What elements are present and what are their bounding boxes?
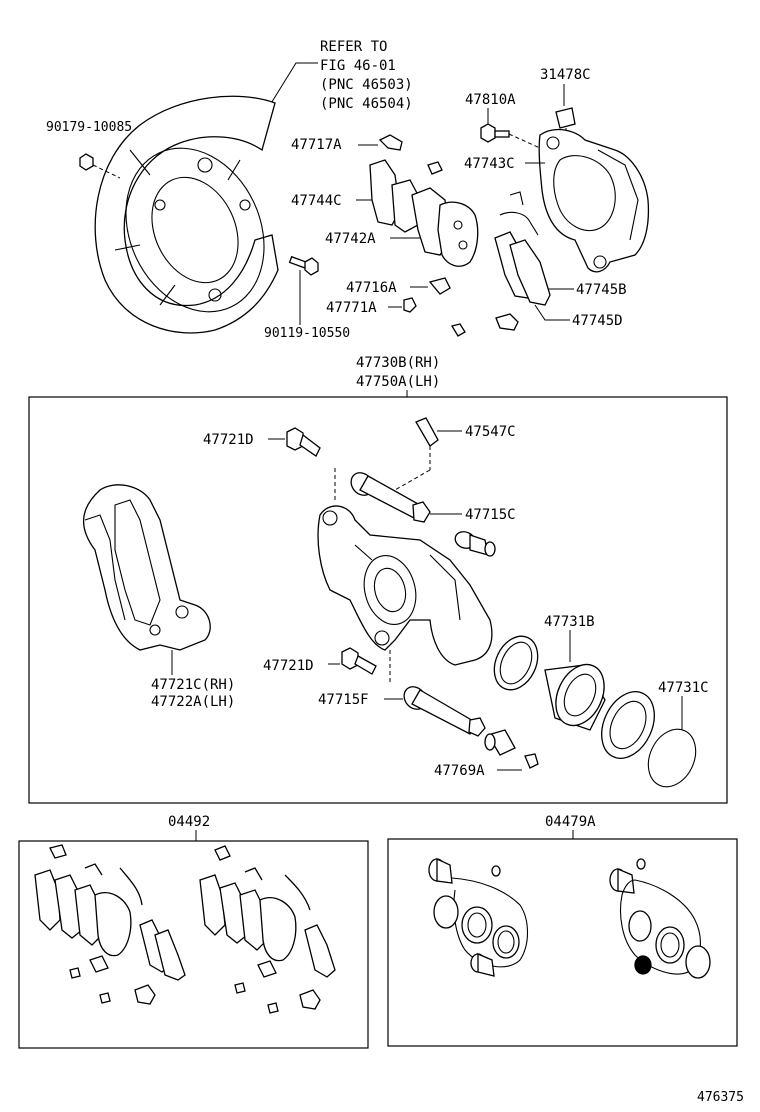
bleeder-plug-47547C [394, 417, 462, 491]
slide-pin-47715F [384, 686, 486, 737]
label-47722A-LH: 47722A(LH) [151, 694, 235, 710]
label-47771A: 47771A [326, 300, 377, 316]
caliper-assembly-box [28, 396, 728, 804]
figure-number: 476375 [697, 1090, 744, 1105]
label-47716A: 47716A [346, 280, 397, 296]
label-47730B-RH: 47730B(RH) [356, 355, 440, 371]
label-47721C-RH: 47721C(RH) [151, 677, 235, 693]
label-90119-10550: 90119-10550 [264, 326, 350, 341]
label-90179-10085: 90179-10085 [46, 120, 132, 135]
caliper-bracket [83, 484, 211, 675]
label-47731C: 47731C [658, 680, 709, 696]
cylinder-kit-parts [428, 857, 711, 979]
label-47810A: 47810A [465, 92, 516, 108]
anti-squeal-clip-47717A [358, 134, 403, 151]
refer-line-3: (PNC 46503) [320, 77, 413, 93]
label-47721D-bottom: 47721D [263, 658, 314, 674]
label-47721D-top: 47721D [203, 432, 254, 448]
label-47744C: 47744C [291, 193, 342, 209]
pad-kit-box [18, 840, 369, 1049]
label-47731B: 47731B [544, 614, 595, 630]
piston-47731B [493, 630, 606, 731]
label-47717A: 47717A [291, 137, 342, 153]
label-47715F: 47715F [318, 692, 369, 708]
label-31478C: 31478C [540, 67, 591, 83]
dust-cover-plate [94, 95, 279, 334]
bolt-90119 [288, 255, 319, 325]
label-47769A: 47769A [434, 763, 485, 779]
refer-line-1: REFER TO [320, 39, 387, 55]
label-47743C: 47743C [464, 156, 515, 172]
refer-note: REFER TO FIG 46-01 (PNC 46503) (PNC 4650… [269, 39, 413, 112]
label-47745D: 47745D [572, 313, 623, 329]
refer-line-4: (PNC 46504) [320, 96, 413, 112]
bolt-47721D-top [268, 427, 321, 457]
shim-47744C [356, 159, 419, 233]
refer-line-2: FIG 46-01 [320, 58, 396, 74]
label-47547C: 47547C [465, 424, 516, 440]
label-47750A-LH: 47750A(LH) [356, 374, 440, 390]
slide-pin-47715C [334, 468, 462, 523]
label-47715C: 47715C [465, 507, 516, 523]
label-04479A: 04479A [545, 814, 596, 830]
label-47742A: 47742A [325, 231, 376, 247]
caliper-assembly-top [538, 128, 650, 273]
boot-47769A [484, 729, 539, 771]
bolt-47721D-bottom [328, 647, 391, 685]
cylinder-kit-box [387, 838, 738, 1047]
label-47745B: 47745B [576, 282, 627, 298]
caliper-body [317, 505, 496, 666]
cylinder-boot-47731C [601, 691, 697, 788]
pad-kit-parts [34, 844, 336, 1014]
pad-shims-right [494, 231, 574, 331]
refer-leader-line [269, 62, 318, 106]
bolt-47810A [480, 108, 541, 149]
nut-90179 [79, 153, 121, 179]
label-04492: 04492 [168, 814, 210, 830]
spring-47743C [427, 161, 545, 236]
pad-wear-indicator [388, 277, 466, 337]
brake-pad-47742A [390, 187, 479, 267]
